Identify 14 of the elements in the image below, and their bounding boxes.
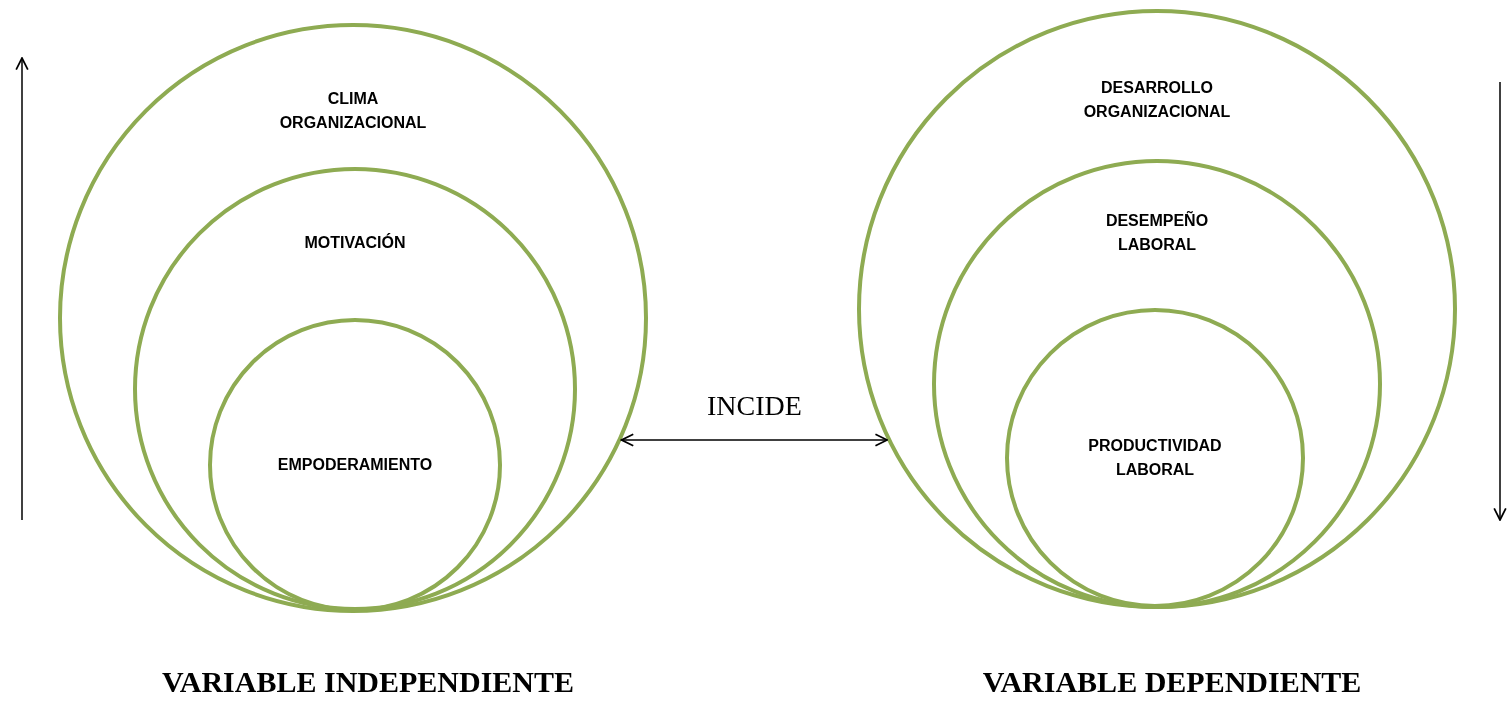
double-arrow [620, 433, 888, 447]
circle-label: DESARROLLO ORGANIZACIONAL [1082, 78, 1232, 122]
circle [1005, 308, 1305, 608]
circle-label: DESEMPEÑO LABORAL [1104, 210, 1210, 255]
variable-caption: VARIABLE DEPENDIENTE [982, 664, 1362, 700]
circle-label: CLIMA ORGANIZACIONAL [278, 89, 428, 133]
circle-label: EMPODERAMIENTO [276, 455, 434, 475]
circle-label: MOTIVACIÓN [303, 232, 407, 253]
circle-label: PRODUCTIVIDAD LABORAL [1087, 436, 1223, 480]
circle [932, 159, 1382, 609]
circle [58, 23, 648, 613]
circle [133, 167, 577, 611]
circle [857, 9, 1457, 609]
variable-caption: VARIABLE INDEPENDIENTE [162, 664, 574, 700]
